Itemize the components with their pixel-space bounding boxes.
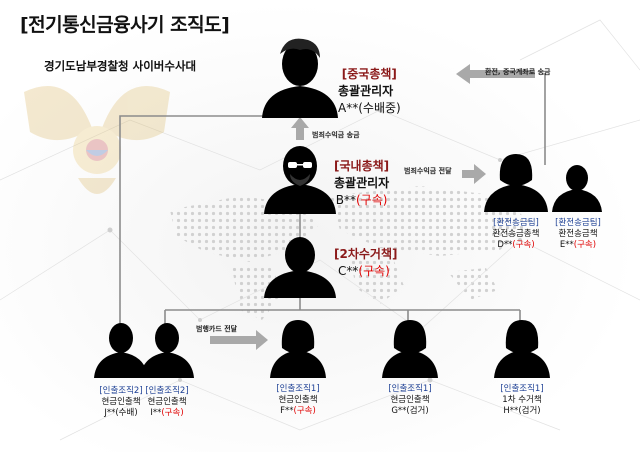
note-exchange-send: 환전, 중국계좌로 송금 xyxy=(485,68,551,76)
node-h-role: 1차 수거책 xyxy=(502,395,542,405)
arrow-exchange-send xyxy=(456,64,535,84)
node-j-tag: [인출조직2] xyxy=(99,386,143,396)
person-b-icon xyxy=(264,146,336,214)
person-i-icon xyxy=(140,323,194,378)
person-f-icon xyxy=(270,320,326,378)
note-proceeds-send: 범죄수익금 송금 xyxy=(312,131,360,139)
node-d-name: D** xyxy=(497,240,513,250)
arrow-card-deliver xyxy=(210,330,268,350)
node-h-tag: [인출조직1] xyxy=(500,384,544,394)
node-h-label: [인출조직1] 1차 수거책 H**(검거) xyxy=(484,384,560,417)
line-a-to-j xyxy=(119,115,268,326)
line-c-to-cells xyxy=(164,296,521,326)
node-i-status: (구속) xyxy=(161,408,184,418)
node-a-tag: [중국총책] xyxy=(341,67,397,81)
node-c-name: C** xyxy=(338,264,359,278)
node-g-label: [인출조직1] 현금인출책 G**(검거) xyxy=(372,384,448,417)
chart-title: [전기통신금융사기 조직도] xyxy=(20,14,230,36)
node-f-label: [인출조직1] 현금인출책 F**(구속) xyxy=(260,384,336,417)
node-c-label: [2차수거책] C**(구속) xyxy=(334,246,397,280)
node-d-role: 환전송금총책 xyxy=(492,229,540,239)
node-h-name: H** xyxy=(503,406,519,416)
node-i-name: I** xyxy=(150,408,162,418)
node-b-tag: [국내총책] xyxy=(334,159,390,173)
node-b-name: B** xyxy=(335,193,356,207)
node-a-role: 총괄관리자 xyxy=(338,84,394,98)
node-b-status: (구속) xyxy=(355,193,388,207)
node-f-name: F** xyxy=(280,406,294,416)
node-a-name: A** xyxy=(338,101,359,115)
node-g-tag: [인출조직1] xyxy=(388,384,432,394)
node-f-tag: [인출조직1] xyxy=(276,384,320,394)
node-e-status: (구속) xyxy=(573,240,597,250)
node-j-role: 현금인출책 xyxy=(101,397,141,407)
arrow-proceeds-send xyxy=(291,117,309,140)
node-e-role: 환전송금책 xyxy=(558,229,598,239)
node-g-status: (검거) xyxy=(406,406,429,416)
node-e-name: E** xyxy=(559,240,574,250)
node-a-status: (수배중) xyxy=(358,101,401,115)
police-emblem-watermark xyxy=(24,85,170,194)
arrow-proceeds-deliver xyxy=(462,164,486,184)
node-j-name: J** xyxy=(104,408,116,418)
node-d-label: [환전송금팀] 환전송금총책 D**(구속) xyxy=(478,218,554,251)
person-h-icon xyxy=(494,320,550,378)
line-e-up xyxy=(543,73,546,165)
person-d-icon xyxy=(484,154,548,212)
note-proceeds-deliver: 범죄수익금 전달 xyxy=(404,167,452,175)
node-e-label: [환전송금팀] 환전송금책 E**(구속) xyxy=(546,218,610,251)
node-f-role: 현금인출책 xyxy=(278,395,318,405)
node-j-label: [인출조직2] 현금인출책 J**(수배) xyxy=(84,386,158,419)
node-j-status: (수배) xyxy=(115,408,138,418)
person-g-icon xyxy=(382,320,438,378)
node-c-tag: [2차수거책] xyxy=(334,247,398,261)
node-d-tag: [환전송금팀] xyxy=(493,218,539,228)
node-c-status: (구속) xyxy=(358,264,390,278)
person-c-icon xyxy=(264,237,336,298)
node-g-role: 현금인출책 xyxy=(390,395,430,405)
node-i-role: 현금인출책 xyxy=(147,397,187,407)
node-i-label: [인출조직2] 현금인출책 I**(구속) xyxy=(130,386,204,419)
node-h-status: (검거) xyxy=(518,406,541,416)
person-e-icon xyxy=(552,165,602,212)
node-f-status: (구속) xyxy=(293,406,316,416)
person-j-icon xyxy=(94,323,148,378)
node-a-label: [중국총책] 총괄관리자 A**(수배중) xyxy=(338,66,401,117)
node-b-role: 총괄관리자 xyxy=(334,176,390,190)
node-d-status: (구속) xyxy=(512,240,535,250)
chart-subtitle: 경기도남부경찰청 사이버수사대 xyxy=(44,59,197,73)
person-a-icon xyxy=(262,38,338,118)
node-e-tag: [환전송금팀] xyxy=(555,218,601,228)
node-b-label: [국내총책] 총괄관리자 B**(구속) xyxy=(334,158,389,209)
note-card-deliver: 범행카드 전달 xyxy=(196,325,238,333)
node-i-tag: [인출조직2] xyxy=(145,386,189,396)
node-g-name: G** xyxy=(391,406,407,416)
